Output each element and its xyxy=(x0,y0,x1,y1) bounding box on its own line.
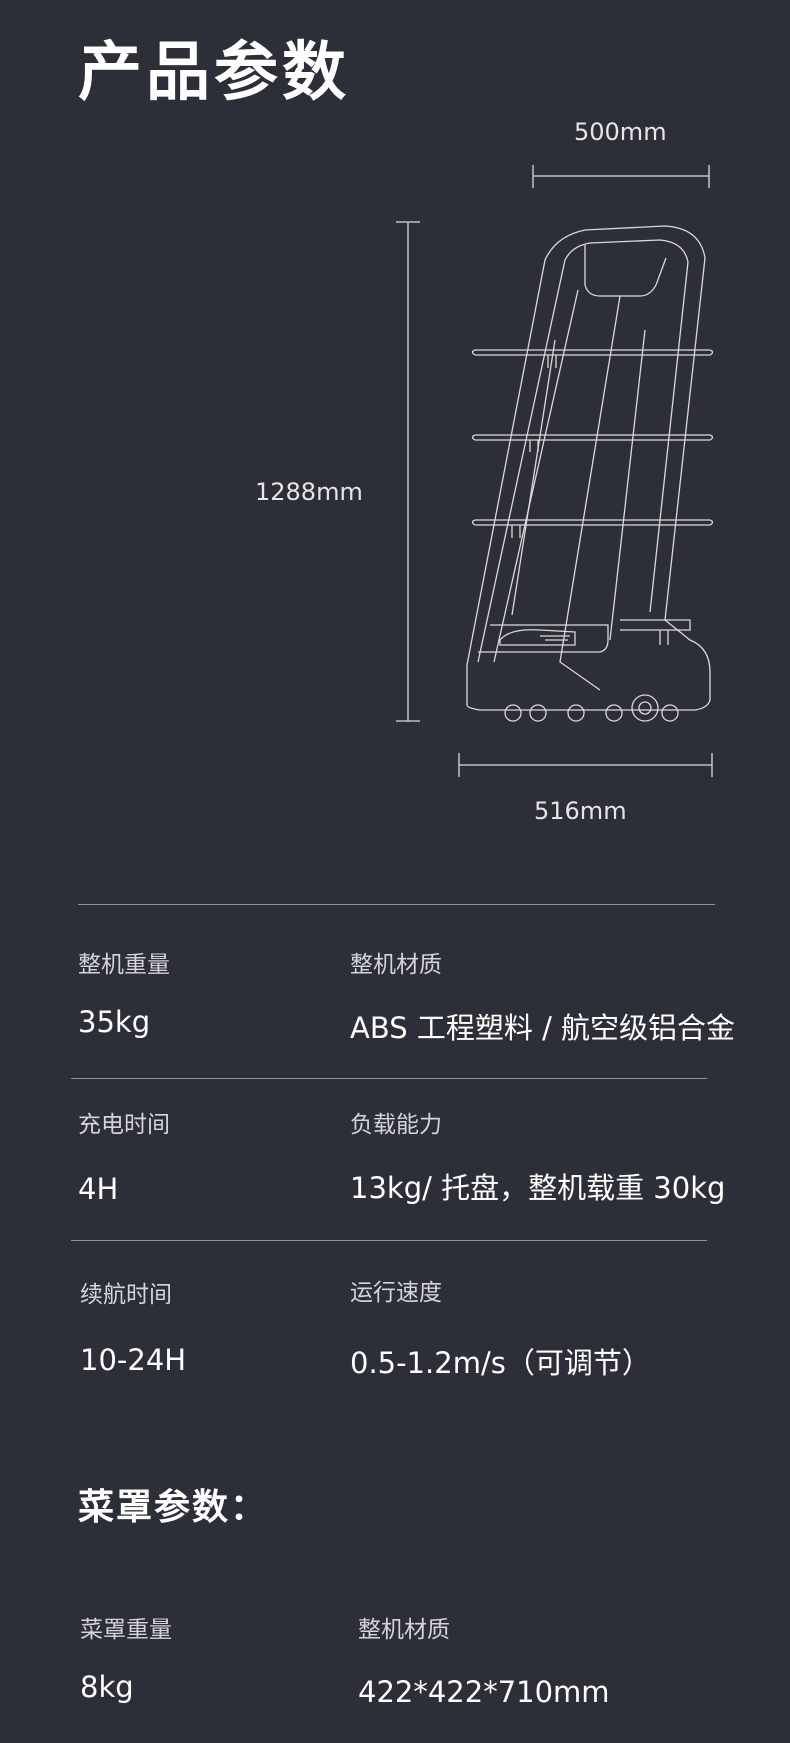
dimension-line-depth xyxy=(532,165,710,188)
spec-label-endurance: 续航时间 xyxy=(80,1282,172,1308)
dimension-line-width xyxy=(458,753,713,777)
robot-illustration xyxy=(396,165,714,777)
cover-label-weight: 菜罩重量 xyxy=(80,1617,172,1643)
divider-1 xyxy=(71,1078,707,1079)
spec-value-endurance: 10-24H xyxy=(80,1343,187,1377)
divider-top xyxy=(78,904,715,905)
spec-value-speed: 0.5-1.2m/s（可调节） xyxy=(350,1346,651,1380)
spec-value-weight: 35kg xyxy=(78,1005,151,1039)
spec-label-material: 整机材质 xyxy=(350,952,442,978)
width-dimension: 516mm xyxy=(534,797,627,825)
spec-label-load: 负载能力 xyxy=(350,1112,442,1138)
depth-dimension: 500mm xyxy=(574,118,667,146)
spec-value-charge-time: 4H xyxy=(78,1172,119,1206)
cover-value-weight: 8kg xyxy=(80,1670,134,1704)
spec-label-charge-time: 充电时间 xyxy=(78,1112,170,1138)
cover-section-title: 菜罩参数： xyxy=(78,1487,269,1528)
divider-2 xyxy=(71,1240,707,1241)
spec-label-weight: 整机重量 xyxy=(78,952,170,978)
dimension-line-height xyxy=(396,221,420,722)
spec-value-material: ABS 工程塑料 / 航空级铝合金 xyxy=(350,1011,736,1045)
cover-label-material: 整机材质 xyxy=(358,1617,450,1643)
spec-label-speed: 运行速度 xyxy=(350,1280,442,1306)
page-title: 产品参数 xyxy=(78,36,350,110)
height-dimension: 1288mm xyxy=(255,478,363,506)
cover-value-size: 422*422*710mm xyxy=(358,1675,610,1709)
spec-value-load: 13kg/ 托盘，整机载重 30kg xyxy=(350,1171,726,1205)
